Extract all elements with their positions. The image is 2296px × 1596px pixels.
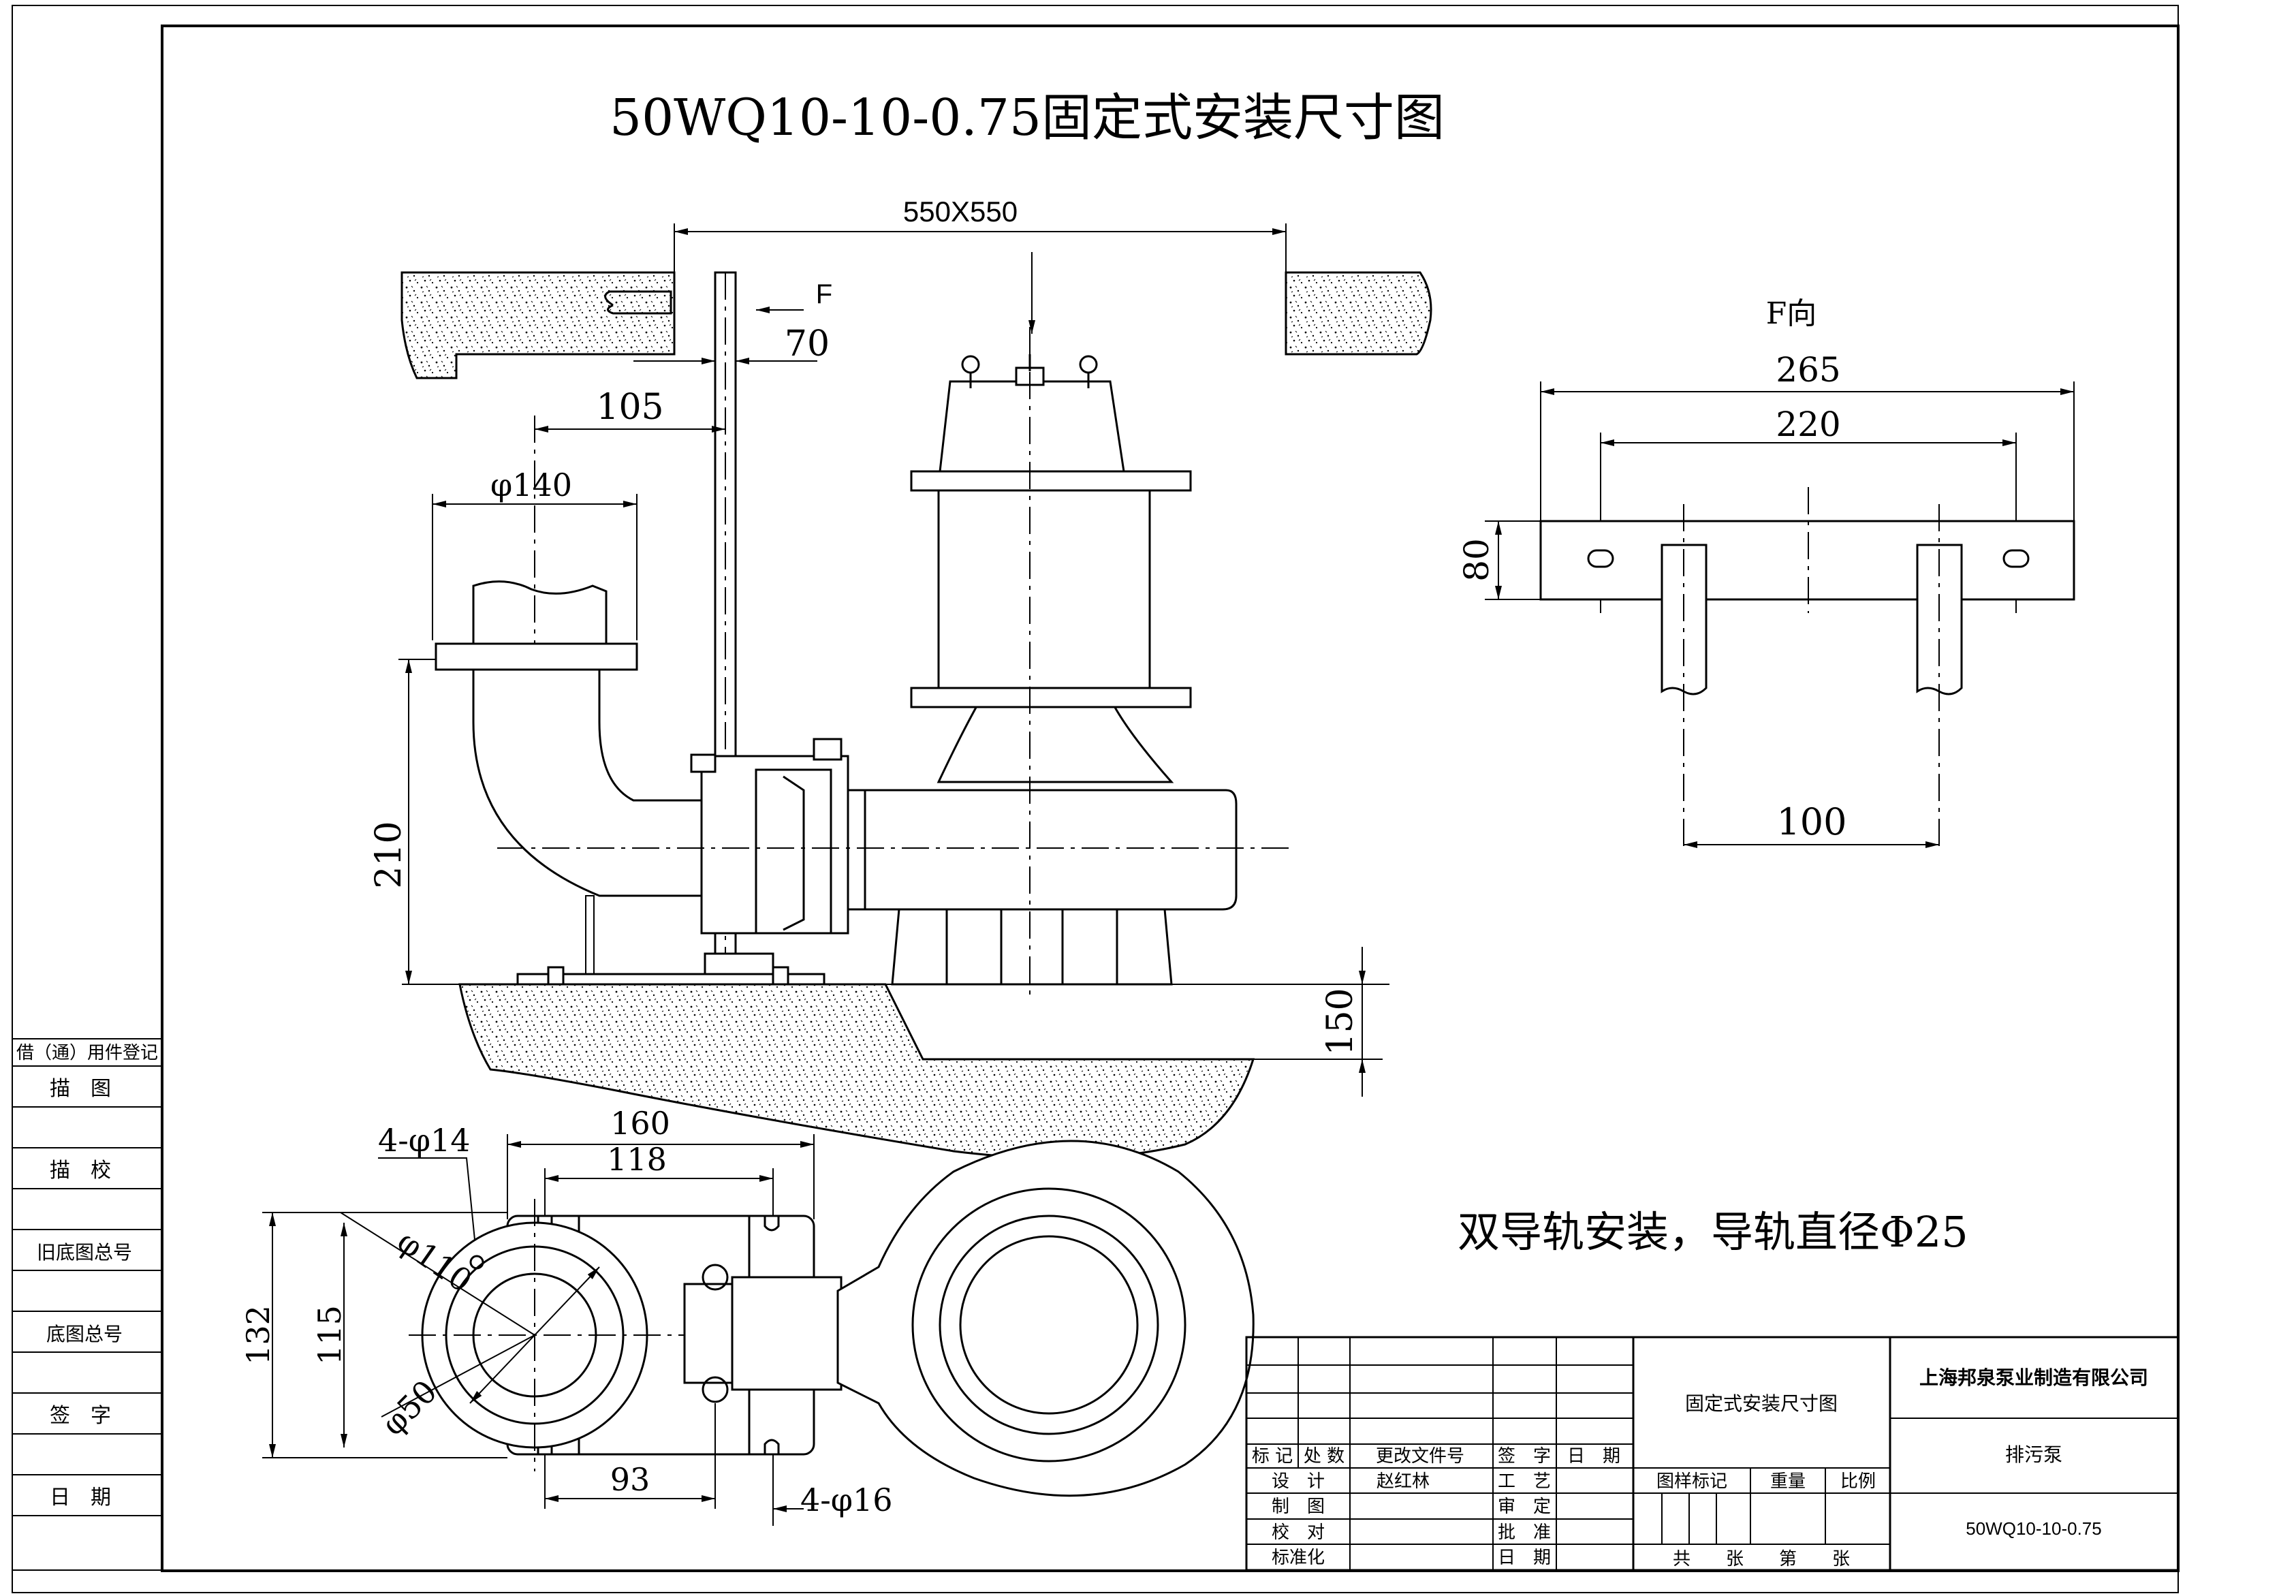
tb-drawing-name: 固定式安装尺寸图 [1685,1393,1838,1414]
tb-sheet-count: 共 张 第 张 [1673,1549,1850,1569]
dim-160: 160 [610,1105,670,1142]
tb-draw: 制 图 [1272,1497,1325,1517]
f-direction-view: F向 265 220 80 100 [1457,296,2075,851]
drawing-title: 50WQ10-10-0.75固定式安装尺寸图 [610,89,1445,147]
tb-scale: 比例 [1840,1471,1876,1492]
inner-frame [161,25,2180,1572]
tb-check: 校 对 [1272,1522,1325,1543]
tb-company: 上海邦泉泵业制造有限公司 [1919,1366,2148,1388]
title-block: 标 记 处 数 更改文件号 签 字 日 期 设 计 赵红林 工 艺 制 图 审 … [1245,1336,2180,1571]
plan-view: 160 118 4-φ14 φ110 φ50 132 [240,1105,1255,1526]
dim-phi140: φ140 [490,467,572,503]
rev-header-doc: 更改文件号 [1376,1446,1464,1467]
dim-210: 210 [368,821,409,888]
tb-standard: 标准化 [1272,1548,1325,1568]
dim-70: 70 [785,324,830,364]
tb-stage-mark: 图样标记 [1656,1471,1727,1492]
dim-100: 100 [1776,800,1846,843]
rev-header-date: 日 期 [1567,1446,1620,1467]
dim-93: 93 [610,1461,650,1498]
side-register-table: 借（通）用件登记 描 图 描 校 旧底图总号 底图总号 签 字 日 期 [12,1038,163,1571]
rev-header-sign: 签 字 [1498,1446,1551,1467]
dim-115: 115 [311,1305,348,1365]
side-row-trace: 描 图 [50,1077,111,1101]
tb-designer: 赵红林 [1377,1471,1430,1492]
dim-118: 118 [607,1141,667,1178]
tb-review: 审 定 [1498,1497,1551,1517]
tb-design: 设 计 [1272,1471,1325,1492]
side-row-old-number: 旧底图总号 [37,1241,132,1264]
tb-process: 工 艺 [1498,1471,1551,1492]
dim-105: 105 [596,387,663,428]
tb-date: 日 期 [1498,1548,1551,1568]
label-f-arrow: F [816,279,832,309]
tb-approve: 批 准 [1498,1522,1551,1543]
elevation-view: 550X550 F 70 105 φ140 210 [368,195,1432,1159]
side-row-trace-check: 描 校 [50,1159,111,1183]
side-row-borrow: 借（通）用件登记 [16,1043,158,1063]
rev-header-count: 处 数 [1304,1446,1344,1467]
dim-4-phi16: 4-φ16 [800,1482,893,1518]
dim-4-phi14: 4-φ14 [378,1122,471,1159]
dim-132: 132 [240,1305,277,1365]
side-row-date: 日 期 [50,1486,111,1509]
dim-pit-size: 550X550 [903,195,1018,228]
dim-150: 150 [1320,988,1361,1055]
dim-80: 80 [1457,538,1496,582]
installation-note: 双导轨安装，导轨直径Φ25 [1458,1207,1968,1257]
dim-220: 220 [1776,405,1840,444]
dim-265: 265 [1776,350,1840,390]
side-row-signature: 签 字 [50,1404,111,1428]
rev-header-mark: 标 记 [1252,1446,1293,1467]
label-f-view: F向 [1766,296,1817,331]
side-row-base-number: 底图总号 [46,1323,123,1345]
tb-model: 50WQ10-10-0.75 [1966,1518,2101,1539]
tb-weight: 重量 [1770,1471,1806,1492]
tb-product: 排污泵 [2005,1444,2062,1465]
